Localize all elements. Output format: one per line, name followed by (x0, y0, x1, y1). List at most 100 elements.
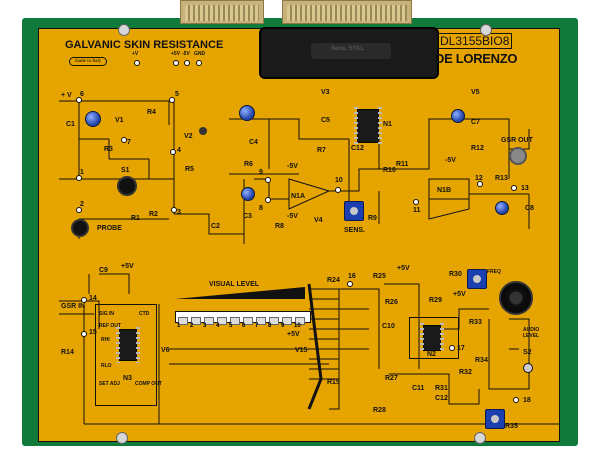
label-c11-top: N1 (383, 121, 392, 128)
supply-pin-plusv[interactable] (134, 60, 140, 66)
node-label-7: 7 (127, 139, 131, 146)
label-c10: C10 (382, 323, 395, 330)
node-1[interactable] (76, 175, 82, 181)
switch-s1[interactable] (117, 176, 137, 196)
node-label-6: 6 (80, 91, 84, 98)
potentiometer-r9[interactable] (344, 201, 364, 221)
level-8: 8 (268, 323, 272, 329)
label-c12-b: C12 (435, 395, 448, 402)
label-r13: R13 (495, 175, 508, 182)
level-wedge (175, 287, 305, 299)
label-v6: V6 (161, 347, 170, 354)
gsr-out-jack[interactable] (509, 147, 527, 165)
capacitor-c7 (451, 109, 465, 123)
label-rhi: RHI (101, 337, 110, 343)
node-label-5: 5 (175, 91, 179, 98)
label-c8: C8 (525, 205, 534, 212)
connector-label: Sens. SYAL (331, 46, 365, 52)
label-r14: R14 (61, 349, 74, 356)
label-sens: SENS. (344, 227, 366, 234)
label-ref-out: REF OUT (99, 323, 121, 329)
label-r5: R5 (185, 166, 194, 173)
label-minus5v-a: -5V (287, 163, 298, 170)
node-11[interactable] (413, 199, 419, 205)
node-13[interactable] (511, 185, 517, 191)
led-bargraph (175, 311, 311, 325)
label-minus5v-b: -5V (287, 213, 298, 220)
label-r11: R11 (396, 161, 409, 168)
mounting-screw-top-right (480, 24, 492, 36)
node-8[interactable] (265, 197, 271, 203)
label-probe: PROBE (97, 225, 122, 232)
node-3[interactable] (171, 207, 177, 213)
label-r9: R9 (368, 215, 377, 222)
label-r8: R8 (275, 223, 284, 230)
probe-socket[interactable] (71, 219, 89, 237)
n3-block (95, 304, 157, 406)
node-18[interactable] (513, 397, 519, 403)
visual-level-title: VISUAL LEVEL (209, 281, 260, 288)
ic-n3 (116, 327, 140, 363)
sensor-connector[interactable]: Sens. SYAL (259, 27, 439, 79)
supply-pin-gnd[interactable] (196, 60, 202, 66)
node-label-12: 12 (475, 175, 483, 182)
label-gsr-in: GSR IN (61, 303, 86, 310)
level-numbers: 1 2 3 4 5 6 7 8 9 10 (177, 323, 303, 329)
label-r4: R4 (147, 109, 156, 116)
supply-pin-minus5v[interactable] (184, 60, 190, 66)
node-7[interactable] (121, 137, 127, 143)
switch-s2[interactable] (523, 363, 533, 373)
node-2[interactable] (76, 207, 82, 213)
supply-label-minus5v: -5V (182, 51, 190, 57)
label-plus5v-c: +5V (397, 265, 410, 272)
node-12[interactable] (477, 181, 483, 187)
label-plus5v-d: +5V (453, 291, 466, 298)
node-label-17: 17 (457, 345, 465, 352)
potentiometer-r35[interactable] (485, 409, 505, 429)
node-10[interactable] (335, 187, 341, 193)
brand-logo: DE LORENZO (435, 51, 518, 66)
node-label-1: 1 (80, 169, 84, 176)
label-c11: C11 (412, 385, 425, 392)
node-4[interactable] (170, 149, 176, 155)
node-6[interactable] (76, 97, 82, 103)
node-9[interactable] (265, 177, 271, 183)
supply-label-plus5v: +5V (171, 51, 181, 57)
node-14[interactable] (81, 297, 87, 303)
label-r15: R15 (327, 379, 340, 386)
node-label-11: 11 (413, 207, 421, 214)
label-v5: V5 (471, 89, 480, 96)
supply-label-gnd: GND (194, 51, 206, 57)
label-r7: R7 (317, 147, 326, 154)
capacitor-c1 (85, 111, 101, 127)
node-label-16: 16 (348, 273, 356, 280)
label-s1: S1 (121, 167, 130, 174)
label-s2: S2 (523, 349, 532, 356)
label-c9: C9 (99, 267, 108, 274)
node-label-4: 4 (177, 147, 181, 154)
node-label-10: 10 (335, 177, 343, 184)
label-sig-in: SIG IN (99, 311, 115, 317)
supply-pin-plus5v[interactable] (173, 60, 179, 66)
label-r3: R3 (104, 146, 113, 153)
node-label-15: 15 (89, 329, 97, 336)
label-r35: R35 (505, 423, 518, 430)
label-r32: R32 (459, 369, 472, 376)
label-minus5v-c: -5V (445, 157, 456, 164)
label-rlo: RLO (101, 363, 112, 369)
potentiometer-r30[interactable] (467, 269, 487, 289)
node-17[interactable] (449, 345, 455, 351)
node-15[interactable] (81, 331, 87, 337)
node-label-13: 13 (521, 185, 529, 192)
label-r26: R26 (385, 299, 398, 306)
schematic-wiring (59, 100, 559, 425)
brand-name: DE LORENZO (435, 51, 518, 66)
node-16[interactable] (347, 281, 353, 287)
model-number: DL3155BIO8 (440, 34, 510, 48)
label-c3: C3 (243, 213, 252, 220)
level-10: 10 (294, 323, 301, 329)
node-5[interactable] (169, 97, 175, 103)
label-r30: R30 (449, 271, 462, 278)
level-1: 1 (177, 323, 181, 329)
node-label-3: 3 (177, 209, 181, 216)
